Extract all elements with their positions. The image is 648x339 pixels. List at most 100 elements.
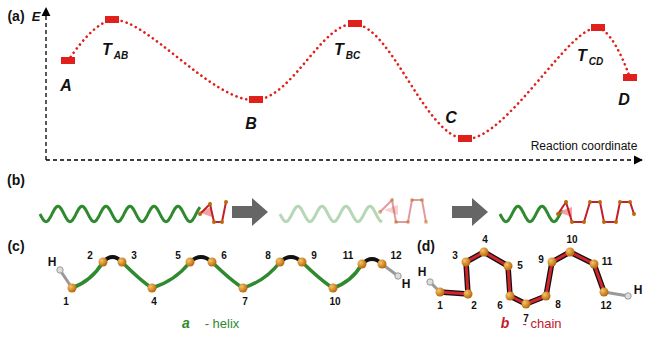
atom [424,220,428,224]
energy-axis [45,8,46,160]
atom [224,200,228,204]
atom [358,260,367,269]
atom-number: 3 [131,251,137,261]
panel-label: (a) [7,9,24,23]
atom-number: 10 [329,297,340,307]
atom-number: 12 [390,251,401,261]
structure-name: - chain [522,317,561,330]
helix-segment [500,206,562,221]
atom-number: 3 [452,251,458,261]
step-arrow [232,198,268,226]
state-marker [591,24,605,31]
atom [548,258,557,267]
atom-number: 4 [151,297,157,307]
atom [602,220,606,224]
atom [208,258,217,267]
chain-segment [380,200,426,222]
atom [298,258,307,267]
atom-number: 6 [497,301,503,311]
atom-number: 5 [175,251,181,261]
hydrogen-label: H [48,256,57,268]
atom [436,288,445,297]
helix-molecule [57,257,401,293]
structure-name: b [501,316,510,330]
helix-backbone [333,264,362,288]
atom-number: 6 [221,251,227,261]
state-subscript: BC [346,51,360,61]
atom [394,220,398,224]
state-label: B [245,116,257,132]
helix-segment [40,206,200,221]
atom [118,258,127,267]
chain-backbone [440,252,604,304]
atom [570,220,574,224]
atom-number: 9 [538,255,544,265]
atom [504,262,513,271]
atom-number: 9 [311,251,317,261]
panel-label: (c) [7,239,24,253]
atom-number: 12 [600,301,611,311]
state-marker [348,20,362,27]
atom [410,198,414,202]
chain-outline [440,252,604,304]
atom [564,200,568,204]
atom [588,200,592,204]
atom-number: 7 [242,297,248,307]
atom [582,220,586,224]
energy-curve [68,20,630,139]
helix-segment [280,206,382,222]
atom [632,212,636,216]
atom [148,284,157,293]
state-marker [623,74,637,81]
atom [378,260,387,269]
atom [220,220,224,224]
atom-number: 5 [517,261,523,271]
atom [618,200,622,204]
atom-number: 1 [63,297,69,307]
energy-profile [61,16,637,142]
axis-label: E [32,10,41,23]
state-subscript: CD [589,57,603,67]
helix-backbone [212,262,243,288]
helix-backbone [122,262,152,288]
state-label: T [334,42,344,58]
state-marker [105,16,119,23]
helix-backbone [243,262,280,288]
atom [480,248,489,257]
atom [198,212,202,216]
atom [542,292,551,301]
atom [462,258,471,267]
atom [420,198,424,202]
step-arrow [452,198,488,226]
atom [378,210,382,214]
hydrogen-atom [625,293,631,299]
atom [68,284,77,293]
atom [590,260,599,269]
axis-label: Reaction coordinate [531,140,638,152]
chain-molecule [427,248,631,309]
hydrogen-label: H [634,284,643,296]
panel-label: (b) [7,173,25,187]
chain-segment [200,202,226,222]
helix-backbone [72,262,103,288]
hydrogen-label: H [402,278,411,290]
chain-segment [558,202,634,222]
atom [628,200,632,204]
hydrogen-label: H [418,266,427,278]
state-label: T [102,42,112,58]
helix-backbone [302,262,333,288]
state-label: A [60,78,72,94]
atom-number: 2 [87,251,93,261]
atom [598,200,602,204]
structure-name: - helix [205,317,240,330]
atom-number: 11 [343,251,354,261]
state-marker [458,135,472,142]
atom-number: 1 [437,301,443,311]
reaction-axis [46,159,642,160]
hydrogen-atom [427,279,433,285]
atom [600,288,609,297]
state-label: C [445,110,457,126]
atom [614,220,618,224]
atom [329,284,338,293]
